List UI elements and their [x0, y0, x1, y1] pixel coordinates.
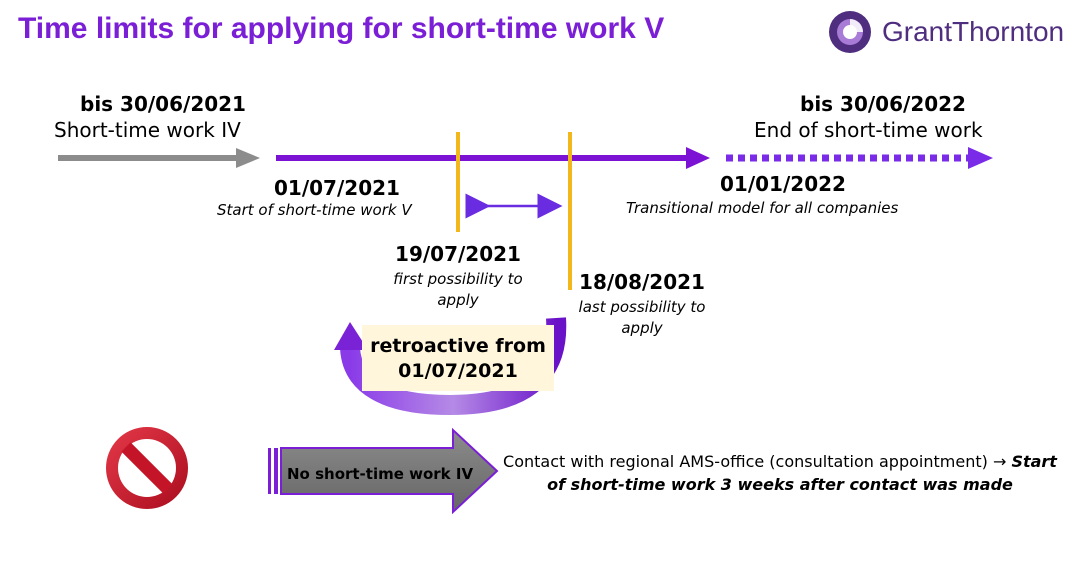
first-apply-note-line2: apply — [437, 291, 479, 309]
end-date: bis 30/06/2022 — [800, 92, 966, 116]
contact-italic-text: Start of short-time work 3 weeks after c… — [547, 452, 1057, 494]
transition-note: Transitional model for all companies — [626, 199, 899, 217]
contact-plain-text: Contact with regional AMS-office (consul… — [503, 452, 1012, 471]
previous-period-date: bis 30/06/2021 — [80, 92, 246, 116]
transition-date: 01/01/2022 — [720, 172, 846, 196]
grant-thornton-logo-icon — [829, 11, 871, 53]
start-date: 01/07/2021 — [274, 176, 400, 200]
purple-timeline-arrow — [276, 147, 710, 169]
logo-text: GrantThornton — [882, 16, 1065, 47]
contact-text: Contact with regional AMS-office (consul… — [500, 450, 1060, 496]
retroactive-line1: retroactive from — [370, 335, 546, 357]
first-apply-note-line1: first possibility to — [393, 270, 523, 288]
grey-timeline-arrow — [58, 148, 260, 168]
no-short-time-work-label: No short-time work IV — [287, 465, 474, 483]
start-note: Start of short-time work V — [217, 201, 412, 219]
retroactive-label: retroactive from 01/07/2021 — [362, 334, 554, 384]
page-title: Time limits for applying for short-time … — [18, 12, 665, 45]
retroactive-box — [362, 325, 554, 391]
last-apply-block: 18/08/2021 last possibility to apply — [556, 270, 728, 337]
first-apply-date: 19/07/2021 — [395, 242, 521, 266]
dotted-timeline-arrow — [726, 147, 993, 169]
first-apply-block: 19/07/2021 first possibility to apply — [360, 242, 556, 309]
grant-thornton-logo: GrantThornton — [828, 10, 1064, 54]
last-apply-date: 18/08/2021 — [579, 270, 705, 294]
prohibited-icon — [104, 425, 190, 511]
end-label: End of short-time work — [754, 118, 983, 142]
previous-period-label: Short-time work IV — [54, 118, 241, 142]
retroactive-line2: 01/07/2021 — [398, 360, 518, 382]
no-short-time-work-arrow — [268, 427, 499, 515]
last-apply-note-line2: apply — [621, 319, 663, 337]
last-apply-note-line1: last possibility to — [578, 298, 706, 316]
